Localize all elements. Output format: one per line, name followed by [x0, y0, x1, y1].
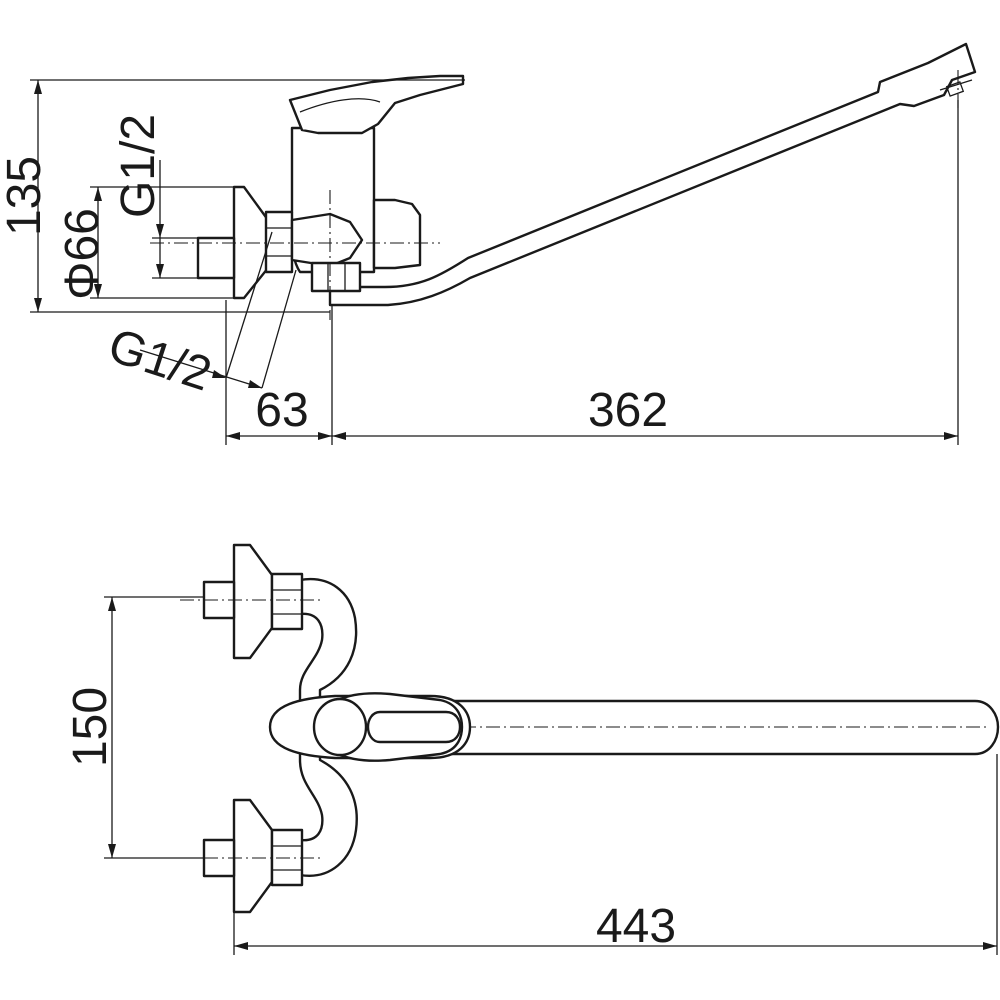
top-view: 150 443	[64, 543, 1000, 955]
dim-g12-diag-leader-b	[261, 269, 297, 389]
spout-top	[438, 699, 1000, 756]
dim-g12-vertical-label: G1/2	[112, 114, 165, 218]
dim-135-arrow-bottom	[34, 298, 42, 312]
eccentric-connector	[290, 212, 364, 268]
dim-135-label: 135	[0, 156, 51, 236]
aerator	[945, 81, 965, 97]
dim-g12-diag-arrow-b	[248, 380, 262, 388]
dim-phi66-label: Φ66	[56, 208, 109, 300]
dim-443-arrow-left	[234, 942, 248, 950]
outlet-nut	[310, 261, 362, 293]
dim-443-arrow-right	[983, 942, 997, 950]
lever-top-slot	[366, 710, 462, 744]
upper-hex-nut	[270, 572, 304, 631]
dim-135-arrow-top	[34, 80, 42, 94]
dim-150-arrow-bottom	[108, 844, 116, 858]
dim-g12-arrow-bottom	[156, 264, 164, 278]
lever-handle	[288, 74, 465, 135]
dim-63-label: 63	[255, 384, 308, 437]
dim-150-arrow-top	[108, 597, 116, 611]
dim-443-label: 443	[596, 900, 676, 953]
dim-g12-diag-arrow-a	[212, 370, 226, 378]
dim-150-label: 150	[64, 687, 117, 767]
dim-g12-diag-line	[139, 349, 263, 389]
dim-g12-arrow-top	[156, 224, 164, 238]
dim-362-arrow-right	[944, 432, 958, 440]
spout-tip-line	[939, 79, 973, 91]
dim-362-label: 362	[588, 384, 668, 437]
hex-nut	[264, 210, 294, 274]
dim-g12-diagonal-label: G1/2	[102, 319, 217, 402]
body-s-shape	[298, 577, 358, 877]
dim-phi66-arrow-bottom	[94, 284, 102, 298]
inlet-stub	[196, 236, 236, 280]
dim-phi66-arrow-top	[94, 187, 102, 201]
dim-362-arrow-left	[332, 432, 346, 440]
dim-63-arrow-left	[226, 432, 240, 440]
spout	[328, 42, 977, 307]
dim-63-arrow-right	[318, 432, 332, 440]
upper-wall-flange	[232, 543, 274, 660]
lever-top-cap	[312, 697, 368, 757]
dim-g12-diag-leader-a	[225, 231, 273, 379]
lower-wall-flange	[232, 798, 274, 914]
diverter-knob	[372, 198, 422, 270]
lever-detail	[299, 98, 381, 113]
side-view: 135 Φ66 G1/2 G1/2 63 362	[0, 42, 977, 445]
